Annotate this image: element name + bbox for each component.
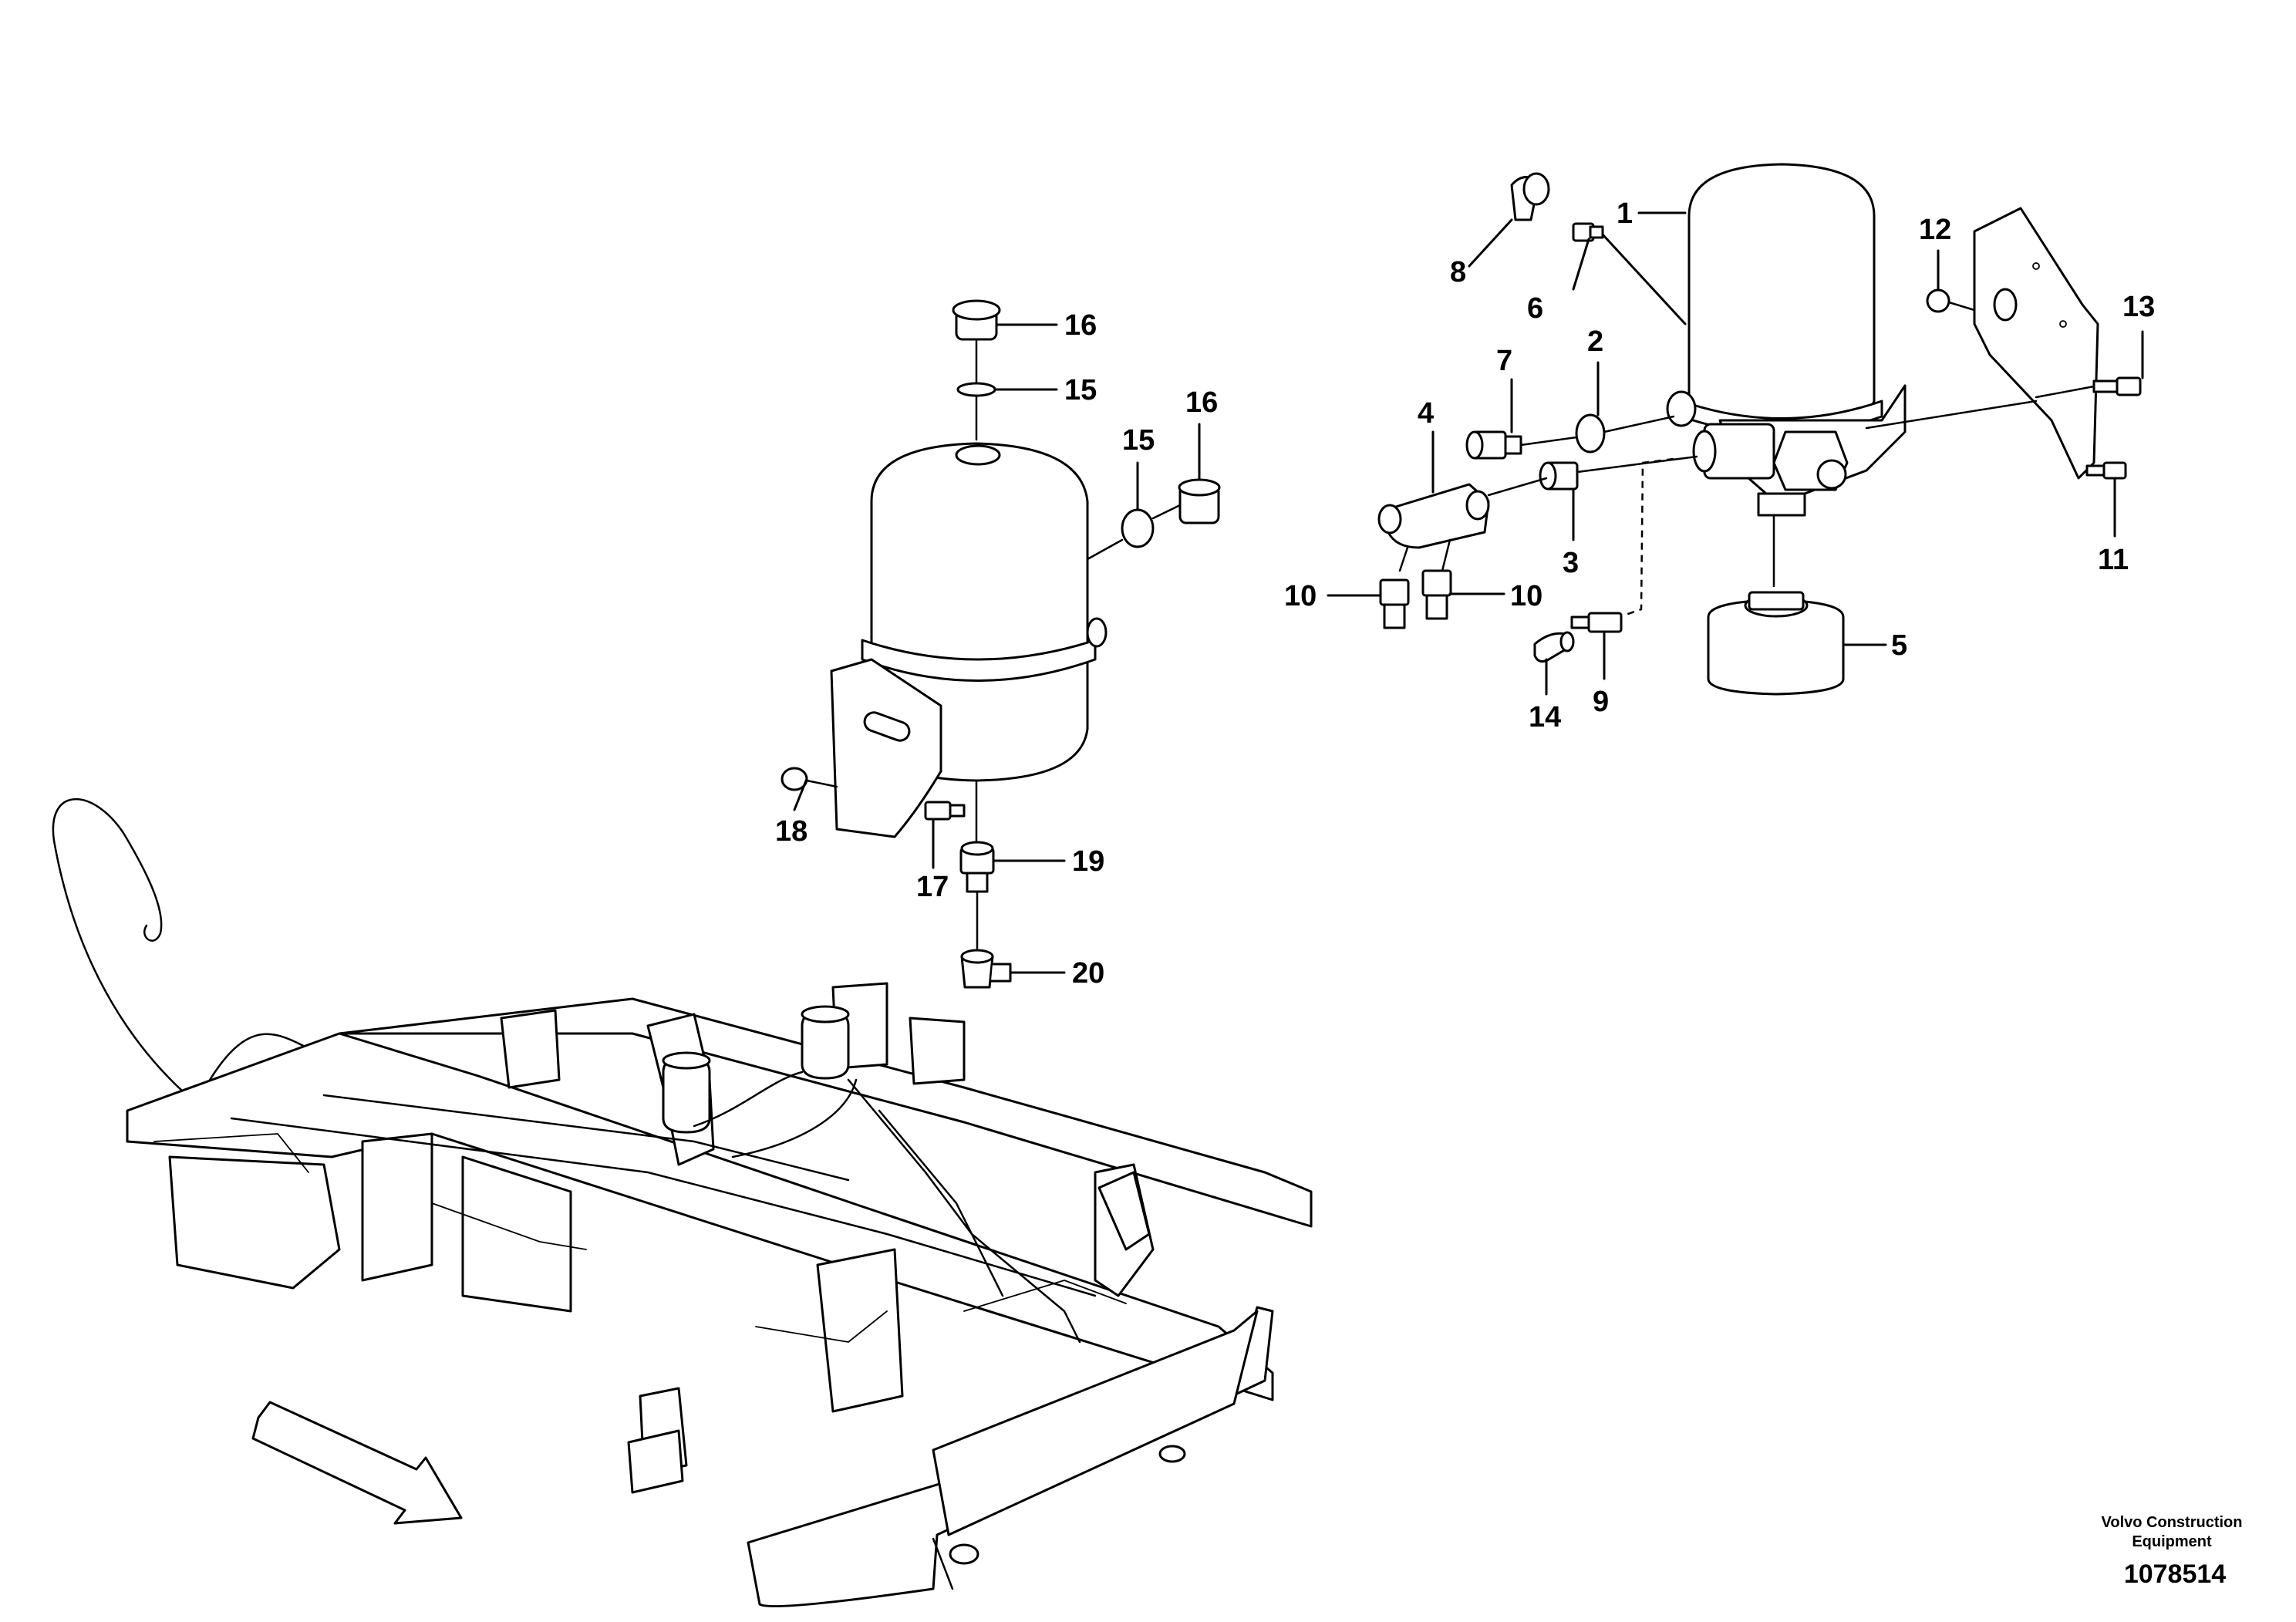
oil-separator-5	[1707, 514, 1845, 696]
callout-7: 7	[1496, 345, 1512, 377]
callout-16-top: 16	[1064, 309, 1097, 342]
callout-17: 17	[916, 871, 949, 903]
frame-air-tank-small	[662, 1051, 711, 1134]
frame-left-rail	[126, 1032, 1274, 1401]
right-air-dryer-assembly	[1377, 163, 2142, 696]
bolt-17	[924, 801, 966, 821]
bolt-13	[2035, 376, 2142, 399]
brand-line-1: Volvo Construction	[2102, 1514, 2243, 1531]
top-plug-16	[952, 299, 1001, 341]
drain-valve-19	[959, 779, 995, 950]
fitting-7	[1465, 430, 1522, 460]
document-number: 1078514	[2124, 1560, 2226, 1589]
callout-15-side: 15	[1122, 424, 1155, 457]
callout-20: 20	[1072, 957, 1104, 990]
callout-14: 14	[1529, 701, 1561, 733]
leader-lines	[793, 211, 2144, 974]
dryer-base	[1666, 384, 1907, 517]
elbow-14	[1533, 631, 1575, 663]
callout-19: 19	[1072, 845, 1104, 878]
connector-10-right	[1421, 569, 1452, 620]
ring-2	[1575, 413, 1606, 454]
callout-5: 5	[1891, 629, 1907, 662]
callout-labels: 16 15 15 16 18 17 19 20 1 8 6 7 2 4 3 10…	[775, 197, 2155, 990]
side-plug-16	[1178, 478, 1221, 524]
left-air-tank-assembly	[781, 299, 1221, 989]
frame-right-rail	[338, 997, 1313, 1228]
elbow-8	[1510, 172, 1550, 221]
callout-2: 2	[1587, 325, 1603, 358]
drain-cap-20	[960, 949, 1012, 989]
callout-16-side: 16	[1185, 386, 1218, 419]
mounting-plate	[1973, 207, 2099, 480]
callout-6: 6	[1527, 292, 1543, 325]
fitting-9	[1570, 612, 1623, 633]
direction-arrow	[251, 1401, 463, 1525]
callout-18: 18	[775, 815, 807, 848]
bolt-11	[2085, 461, 2127, 480]
fitting-6	[1572, 222, 1604, 242]
callout-12: 12	[1919, 214, 1951, 246]
hose-loop	[52, 798, 202, 1108]
callout-1: 1	[1617, 197, 1633, 230]
machine-frame-overview	[52, 798, 1313, 1607]
callout-11: 11	[2098, 544, 2129, 576]
frame-air-dryer-small	[801, 1005, 850, 1080]
callout-13: 13	[2122, 291, 2155, 323]
brand-line-2: Equipment	[2132, 1533, 2212, 1550]
fitting-3	[1539, 461, 1579, 491]
callout-8: 8	[1450, 256, 1466, 288]
callout-15-top: 15	[1064, 374, 1097, 406]
manifold-4	[1377, 483, 1490, 549]
nut-12	[1926, 288, 1950, 313]
callout-3: 3	[1563, 547, 1579, 579]
front-bumper	[747, 1306, 1274, 1607]
o-ring-15-top	[956, 382, 996, 397]
connector-10-left	[1379, 578, 1410, 629]
callout-10-left: 10	[1284, 580, 1317, 612]
dryer-canister-1	[1680, 163, 1883, 435]
callout-10-right: 10	[1510, 580, 1542, 612]
tank-bracket	[830, 658, 942, 838]
footer-block: Volvo Construction Equipment 1078514	[2102, 1514, 2243, 1589]
callout-9: 9	[1593, 686, 1609, 718]
o-ring-15-side	[1121, 508, 1155, 548]
callout-4: 4	[1418, 397, 1434, 430]
